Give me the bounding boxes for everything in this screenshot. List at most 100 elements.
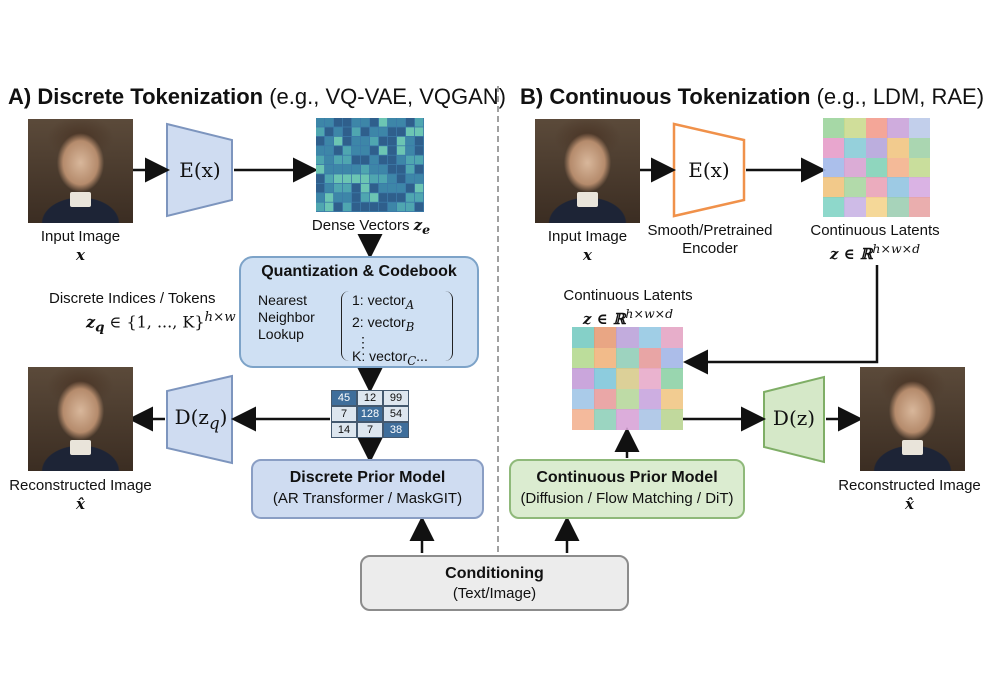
dense-vector-cell [406, 174, 415, 183]
dense-vector-cell [370, 165, 379, 174]
latent-cell [908, 197, 931, 218]
right-decoder-label: D(z) [772, 406, 816, 430]
conditioning-box: Conditioning (Text/Image) [360, 555, 629, 611]
dense-vector-cell [415, 183, 424, 193]
dense-vector-cell [334, 118, 343, 127]
latent-cell [572, 347, 595, 369]
right-encoder-trapezoid [672, 122, 746, 218]
latent-cell [616, 368, 640, 390]
latent-cell [572, 368, 595, 390]
latent-cell [844, 177, 867, 198]
dense-vector-cell [406, 146, 415, 155]
dense-vector-cell [316, 183, 325, 193]
latent-cell [887, 177, 910, 198]
dense-vector-cell [343, 127, 352, 136]
token-cell: 14 [331, 422, 357, 438]
latent-cell [887, 137, 910, 159]
dense-vector-cell [397, 155, 406, 165]
dense-vector-cell [370, 118, 379, 127]
dense-vector-cell [325, 146, 334, 155]
latent-cell [638, 327, 662, 349]
dense-vector-cell [397, 174, 406, 183]
dense-vector-cell [361, 127, 370, 136]
dense-vector-cell [334, 146, 343, 155]
dense-vector-cell [397, 183, 406, 193]
latent-cell [908, 157, 931, 178]
dense-vector-cell [397, 193, 406, 202]
latent-cell [865, 157, 888, 178]
latent-cell [844, 137, 867, 159]
token-cell: 99 [383, 390, 409, 406]
dense-vector-cell [352, 193, 361, 202]
latent-cell [865, 137, 888, 159]
latent-cell [638, 409, 662, 431]
token-cell: 45 [331, 390, 357, 406]
dense-vector-cell [415, 155, 424, 165]
dense-vector-cell [343, 165, 352, 174]
latent-cell [616, 347, 640, 369]
dense-vector-cell [415, 202, 424, 212]
dense-vector-cell [406, 155, 415, 165]
dense-vector-cell [343, 155, 352, 165]
dense-vector-cell [406, 136, 415, 146]
latent-cell [594, 327, 617, 349]
dense-vector-cell [388, 193, 397, 202]
dense-vector-cell [415, 118, 424, 127]
dense-vector-cell [352, 155, 361, 165]
latent-cell [594, 388, 617, 410]
latent-cell [844, 157, 867, 178]
token-cell: 12 [357, 390, 383, 406]
latent-cell [865, 118, 888, 139]
continuous-prior-model-box: Continuous Prior Model (Diffusion / Flow… [509, 459, 745, 519]
dense-vector-cell [343, 193, 352, 202]
left-reconstructed-image [28, 367, 133, 471]
latent-cell [616, 327, 640, 349]
dense-vector-cell [361, 193, 370, 202]
discrete-indices-label: Discrete Indices / Tokens [49, 290, 216, 307]
latent-cell [638, 368, 662, 390]
latent-cell [660, 327, 684, 349]
discrete-prior-title: Discrete Prior Model [289, 469, 446, 486]
dense-vector-cell [316, 202, 325, 212]
dense-vector-cell [388, 202, 397, 212]
dense-vector-cell [388, 136, 397, 146]
dense-vector-cell [406, 193, 415, 202]
latent-cell [887, 118, 910, 139]
left-decoder-trapezoid [166, 374, 233, 465]
token-cell: 128 [357, 406, 383, 422]
dense-vector-cell [388, 174, 397, 183]
latent-cell [823, 137, 845, 159]
dense-vector-cell [388, 155, 397, 165]
dense-vector-cell [415, 146, 424, 155]
dense-vector-cell [370, 155, 379, 165]
dense-vector-cell [316, 136, 325, 146]
dense-vector-cell [325, 174, 334, 183]
latent-cell [594, 368, 617, 390]
latent-cell [865, 177, 888, 198]
dense-vector-cell [334, 155, 343, 165]
dense-vector-cell [388, 127, 397, 136]
dense-vector-cell [325, 165, 334, 174]
dense-vectors-label: Dense Vectors ze [311, 216, 431, 237]
dense-vector-cell [352, 146, 361, 155]
latent-cell [908, 137, 931, 159]
continuous-latents-label-top: Continuous Latents z ∈ ℝh×w×d [810, 222, 940, 263]
dense-vector-cell [397, 146, 406, 155]
dense-vector-cell [316, 146, 325, 155]
token-cell: 7 [331, 406, 357, 422]
dense-vector-cell [397, 202, 406, 212]
latent-cell [865, 197, 888, 218]
conditioning-title: Conditioning [445, 565, 544, 582]
latent-cell [660, 388, 684, 410]
continuous-latents-grid-top [823, 118, 931, 218]
discrete-indices-math: zq ∈ {1, ..., K}h×w [86, 310, 236, 336]
dense-vector-cell [406, 183, 415, 193]
codebook-entries: 1: vectorA 2: vectorB ⋮ K: vectorC... [352, 292, 428, 369]
dense-vector-cell [316, 193, 325, 202]
dense-vector-cell [379, 136, 388, 146]
dense-vector-cell [325, 118, 334, 127]
dense-vector-cell [343, 118, 352, 127]
dense-vector-cell [370, 174, 379, 183]
dense-vector-cell [325, 183, 334, 193]
